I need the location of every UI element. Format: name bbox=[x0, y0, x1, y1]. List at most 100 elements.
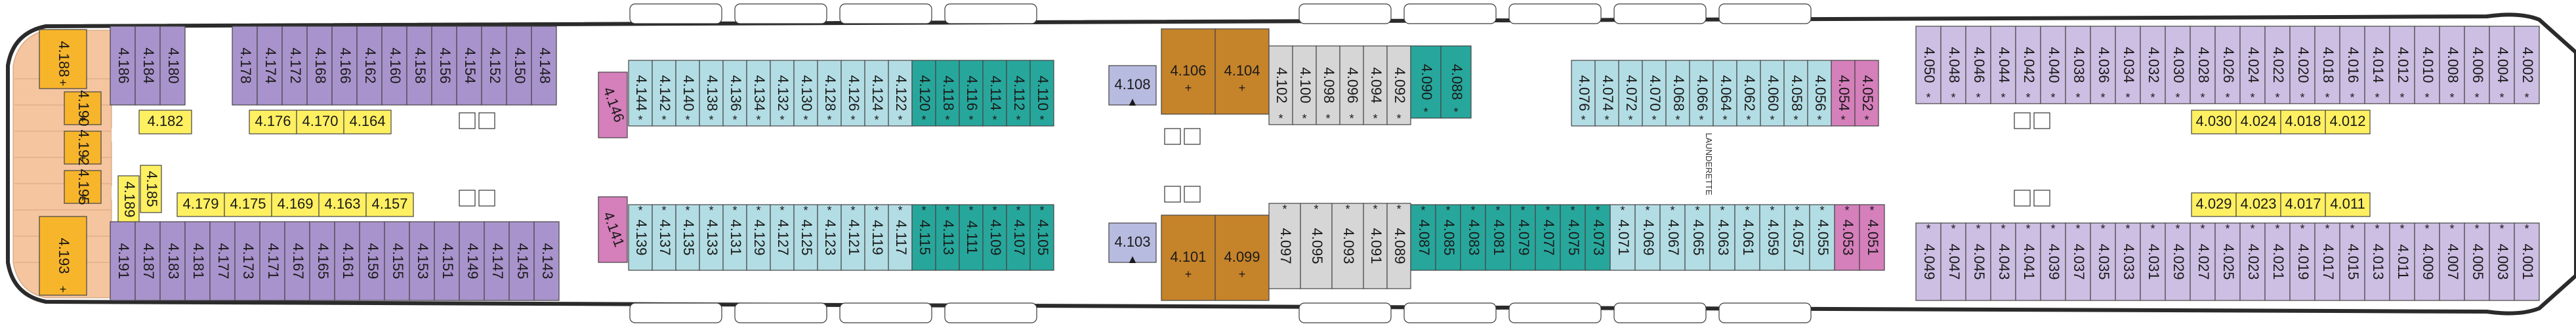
cabin-symbol: * bbox=[1282, 203, 1287, 216]
cabin: 4.043* bbox=[1990, 222, 2016, 301]
cabin-symbol: * bbox=[1039, 204, 1044, 217]
cabin: 4.037* bbox=[2065, 222, 2091, 301]
cabin-number: 4.188 bbox=[56, 41, 72, 77]
cabin-number: 4.057 bbox=[1790, 219, 1806, 255]
cabin-number: 4.015 bbox=[2345, 243, 2361, 279]
cabin-number: 4.189 bbox=[121, 181, 138, 217]
cabin-number: 4.132 bbox=[775, 75, 791, 111]
cabin-box bbox=[138, 110, 192, 134]
cabin: 4.074* bbox=[1594, 60, 1619, 127]
cabin: 4.176 bbox=[249, 110, 297, 134]
cabin-box bbox=[1108, 222, 1157, 263]
cabin-symbol: * bbox=[2449, 222, 2454, 236]
cabin-box bbox=[2015, 222, 2041, 301]
cabin: 4.115* bbox=[911, 204, 936, 271]
cabin: 4.006* bbox=[2464, 26, 2490, 104]
cabin-symbol: * bbox=[2424, 222, 2429, 236]
cabin: 4.111* bbox=[959, 204, 984, 271]
lift-icon bbox=[2014, 190, 2050, 207]
cabin-symbol: * bbox=[1545, 204, 1550, 217]
lifeboat bbox=[1403, 3, 1497, 24]
cabin-symbol: * bbox=[732, 113, 737, 127]
cabin-number: 4.128 bbox=[822, 75, 839, 111]
cabin-symbol: * bbox=[874, 204, 879, 217]
cabin-number: 4.088 bbox=[1449, 64, 1465, 100]
cabin: 4.170 bbox=[296, 110, 344, 134]
cabin-box bbox=[117, 175, 140, 224]
cabin: 4.147 bbox=[484, 221, 510, 301]
cabin: 4.032* bbox=[2140, 26, 2166, 104]
cabin: 4.005* bbox=[2464, 222, 2490, 301]
cabin-symbol: * bbox=[1373, 203, 1377, 216]
cabin-box bbox=[1940, 26, 1966, 104]
cabin-box bbox=[1300, 203, 1333, 289]
cabin: 4.142* bbox=[652, 60, 676, 127]
services bbox=[459, 112, 2050, 207]
cabin-symbol: * bbox=[850, 204, 855, 217]
cabin-box bbox=[1859, 204, 1885, 271]
cabin-symbol: * bbox=[2375, 91, 2379, 104]
cabin-number: 4.064 bbox=[1718, 75, 1734, 111]
cabin-box bbox=[1410, 45, 1442, 119]
cabin: 4.049* bbox=[1915, 222, 1942, 301]
cabin: 4.165 bbox=[309, 221, 335, 301]
cabin-symbol: * bbox=[1345, 203, 1350, 216]
cabin-number: 4.010 bbox=[2420, 47, 2436, 83]
cabin-symbol: * bbox=[945, 204, 949, 217]
cabin-number: 4.079 bbox=[1516, 219, 1532, 255]
cabin: 4.093 * bbox=[1331, 203, 1364, 289]
cabin: 4.007 * bbox=[2439, 222, 2465, 301]
cabin: 4.128* bbox=[817, 60, 842, 127]
lift-box bbox=[1164, 186, 1181, 203]
cabin-symbol: * bbox=[1604, 113, 1609, 127]
cabin-number: 4.007 bbox=[2445, 243, 2461, 279]
cabin-number: 4.111 bbox=[964, 220, 980, 255]
cabin-number: 4.174 bbox=[262, 47, 279, 83]
cabin: 4.020* bbox=[2289, 26, 2316, 104]
cabin-number: 4.071 bbox=[1615, 219, 1632, 255]
cabin-box bbox=[2235, 192, 2281, 217]
lifeboat bbox=[1298, 302, 1392, 323]
cabin-number: 4.161 bbox=[340, 243, 356, 279]
cabin-box bbox=[746, 60, 771, 127]
cabin: 4.110* bbox=[1029, 60, 1054, 127]
cabin: 4.162 bbox=[356, 26, 383, 106]
cabin-symbol: * bbox=[1722, 113, 1727, 127]
lift-box bbox=[1184, 128, 1201, 145]
cabin-number: 4.108 bbox=[1114, 76, 1150, 92]
cabin-box bbox=[1760, 60, 1785, 127]
cabin: 4.158 bbox=[406, 26, 432, 106]
cabin-box bbox=[2414, 26, 2440, 104]
cabin-box bbox=[234, 221, 260, 301]
cabin-box bbox=[2090, 26, 2116, 104]
cabin-symbol: * bbox=[2524, 222, 2529, 236]
cabin-number: 4.134 bbox=[751, 75, 768, 111]
cabin-box bbox=[431, 26, 457, 106]
cabin-number: 4.065 bbox=[1690, 219, 1707, 255]
lift-box bbox=[459, 190, 476, 207]
cabin-symbol: * bbox=[921, 204, 926, 217]
cabin-number: 4.119 bbox=[869, 220, 886, 255]
cabin-symbol: * bbox=[1869, 204, 1874, 217]
cabin-number: 4.113 bbox=[940, 220, 957, 255]
cabin-number: 4.171 bbox=[265, 243, 281, 279]
cabin-box bbox=[1363, 203, 1388, 289]
cabin-symbol: * bbox=[1675, 113, 1680, 127]
cabin: 4.027* bbox=[2190, 222, 2216, 301]
lift-box bbox=[2014, 112, 2031, 129]
cabin: 4.132* bbox=[770, 60, 795, 127]
cabin-symbol: + bbox=[79, 152, 87, 165]
cabin-symbol: * bbox=[1396, 112, 1401, 125]
cabin-symbol: * bbox=[1570, 204, 1575, 217]
cabin: 4.168 bbox=[306, 26, 333, 106]
cabin-number: 4.093 bbox=[1340, 228, 1357, 264]
cabin: 4.180 bbox=[159, 26, 186, 106]
cabin-box bbox=[1108, 65, 1157, 106]
cabin-number: 4.133 bbox=[704, 219, 720, 255]
cabin: 4.100* bbox=[1292, 45, 1317, 125]
cabin: 4.126* bbox=[841, 60, 865, 127]
cabin-number: 4.030 bbox=[2195, 113, 2232, 129]
cabin-box bbox=[1854, 60, 1879, 127]
